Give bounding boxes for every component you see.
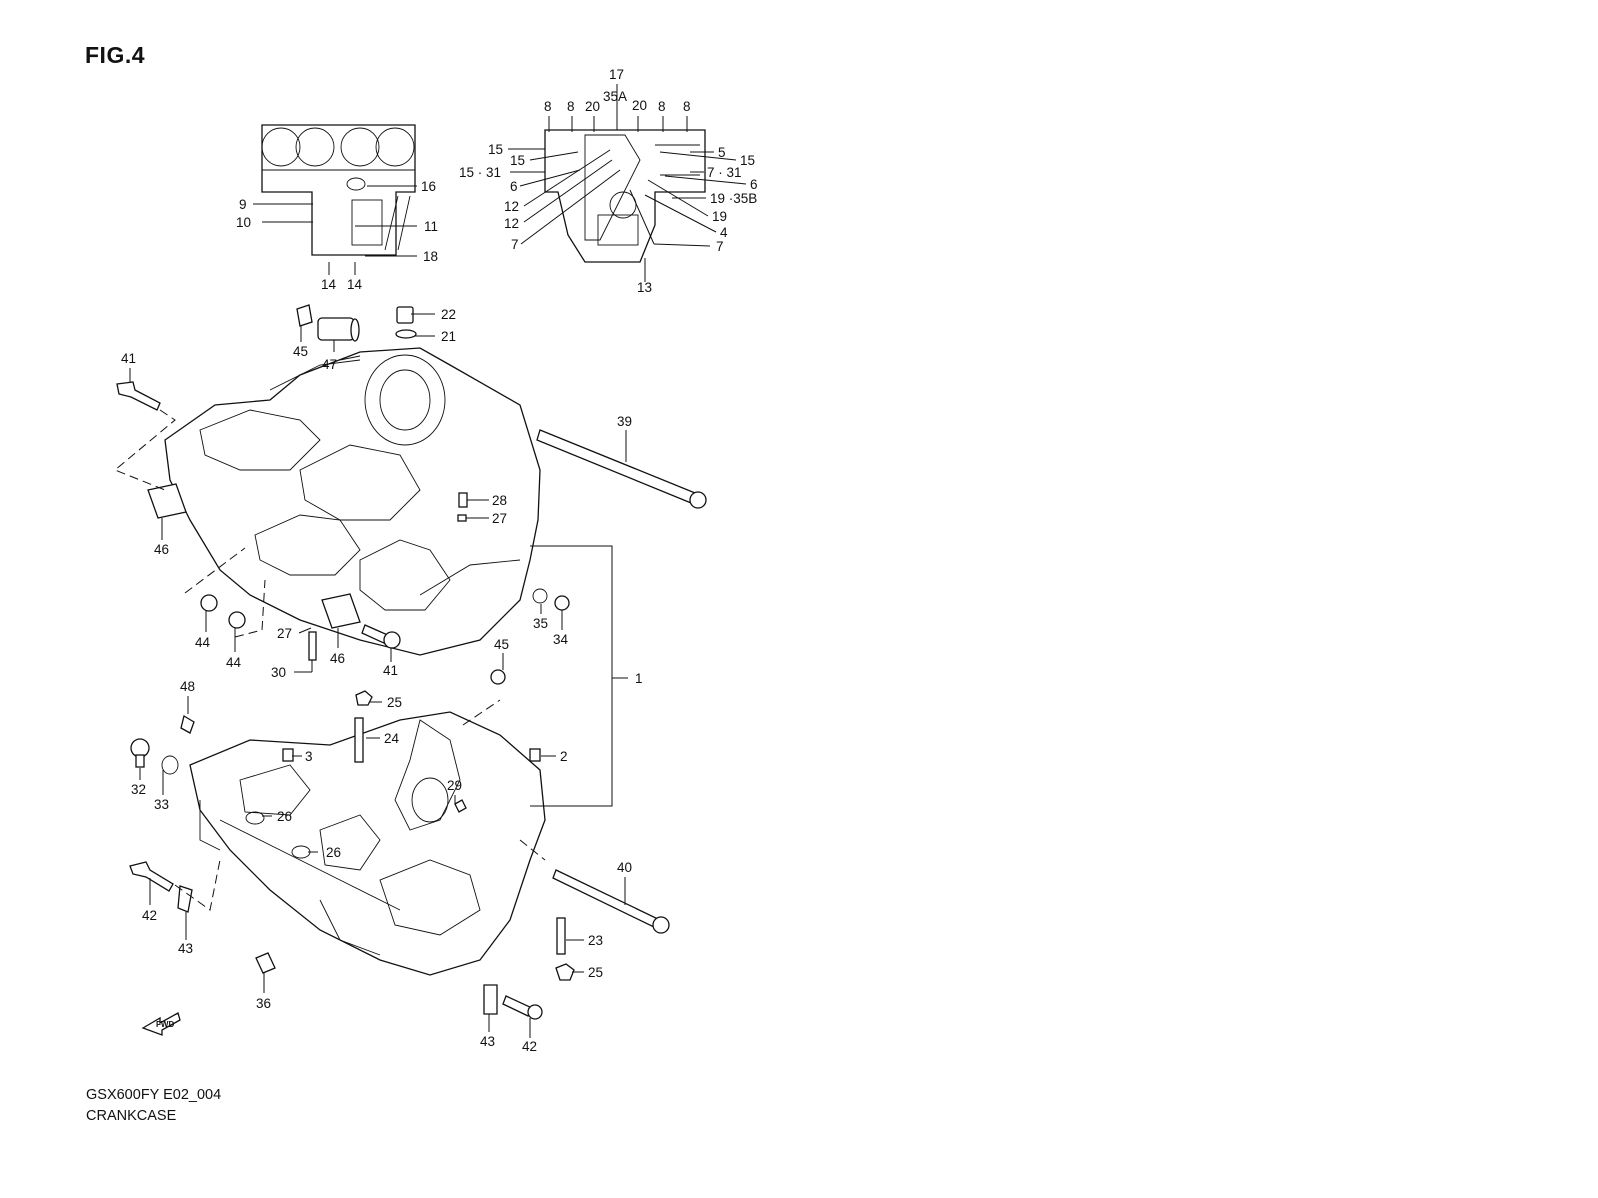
callout-4: 4	[720, 225, 728, 240]
callout-29: 29	[447, 778, 462, 793]
callout-41-a: 41	[121, 351, 136, 366]
callout-19-35b: 19 ·35B	[710, 191, 757, 206]
callout-7-b: 7	[716, 239, 724, 254]
callout-44-a: 44	[195, 635, 211, 650]
callout-42-b: 42	[522, 1039, 537, 1054]
callout-24: 24	[384, 731, 400, 746]
callout-9: 9	[239, 197, 247, 212]
callout-20-b: 20	[632, 98, 647, 113]
callout-26-b: 26	[326, 845, 341, 860]
callout-43-b: 43	[480, 1034, 495, 1049]
callout-23: 23	[588, 933, 603, 948]
callout-34: 34	[553, 632, 569, 647]
callout-25-b: 25	[588, 965, 603, 980]
callout-42-a: 42	[142, 908, 157, 923]
callout-8-c: 8	[658, 99, 666, 114]
callout-15-c: 15	[740, 153, 755, 168]
leader-lines	[114, 84, 747, 1038]
figure-title: FIG.4	[85, 42, 146, 68]
callout-7-a: 7	[511, 237, 519, 252]
callout-18: 18	[423, 249, 438, 264]
callout-10: 10	[236, 215, 251, 230]
callout-40: 40	[617, 860, 632, 875]
callout-27-b: 27	[277, 626, 292, 641]
callout-32: 32	[131, 782, 146, 797]
figure-name: CRANKCASE	[86, 1108, 177, 1124]
callouts-inset-right: 17 35A 8 8 20 20 8 8 15 15 15 · 31 6 12 …	[459, 67, 758, 295]
callout-26-a: 26	[277, 809, 292, 824]
fwd-arrow-icon: FWD	[141, 1012, 181, 1036]
callout-28: 28	[492, 493, 507, 508]
callout-30: 30	[271, 665, 286, 680]
callout-33: 33	[154, 797, 169, 812]
callout-8-a: 8	[544, 99, 552, 114]
callout-45-a: 45	[293, 344, 308, 359]
callout-6-b: 6	[750, 177, 758, 192]
callout-15-31: 15 · 31	[459, 165, 501, 180]
callout-11: 11	[424, 219, 438, 234]
upper-crankcase-drawing	[116, 304, 707, 661]
model-code: GSX600FY E02_004	[86, 1087, 222, 1103]
callout-7-31: 7 · 31	[707, 165, 742, 180]
callout-15-b: 15	[510, 153, 525, 168]
callout-19: 19	[712, 209, 727, 224]
callout-36: 36	[256, 996, 271, 1011]
callout-39: 39	[617, 414, 632, 429]
callout-35a: 35A	[603, 89, 627, 104]
callout-27-a: 27	[492, 511, 507, 526]
callouts-lower-case: 45 48 25 24 3 2 32 33 29 26 26 40 42 43 …	[131, 637, 632, 1054]
callout-14-a: 14	[321, 277, 337, 292]
callouts-inset-left: 9 10 11 14 14 16 18	[236, 179, 438, 292]
callout-3: 3	[305, 749, 313, 764]
callout-8-d: 8	[683, 99, 691, 114]
callout-12-a: 12	[504, 199, 519, 214]
callout-5: 5	[718, 145, 726, 160]
callout-12-b: 12	[504, 216, 519, 231]
inset-right-drawing	[544, 129, 706, 263]
fwd-label: FWD	[156, 1020, 174, 1029]
callout-44-b: 44	[226, 655, 242, 670]
callout-2: 2	[560, 749, 568, 764]
callout-45-b: 45	[494, 637, 509, 652]
callout-20-a: 20	[585, 99, 600, 114]
callout-22: 22	[441, 307, 456, 322]
callout-47: 47	[322, 357, 337, 372]
callout-41-b: 41	[383, 663, 398, 678]
callout-6-a: 6	[510, 179, 518, 194]
callout-21: 21	[441, 329, 456, 344]
callouts-upper-case: 22 21 45 47 41 39 28 27 46 35 34 44 44 2…	[121, 307, 643, 686]
inset-left-drawing	[261, 124, 416, 256]
callout-46-b: 46	[330, 651, 345, 666]
callout-25-a: 25	[387, 695, 402, 710]
callout-15-a: 15	[488, 142, 503, 157]
callout-8-b: 8	[567, 99, 575, 114]
callout-16: 16	[421, 179, 436, 194]
callout-14-b: 14	[347, 277, 363, 292]
callout-35: 35	[533, 616, 548, 631]
callout-46-a: 46	[154, 542, 169, 557]
callout-17: 17	[609, 67, 624, 82]
callout-1: 1	[635, 671, 643, 686]
callout-13: 13	[637, 280, 652, 295]
callout-48: 48	[180, 679, 195, 694]
callout-43-a: 43	[178, 941, 193, 956]
